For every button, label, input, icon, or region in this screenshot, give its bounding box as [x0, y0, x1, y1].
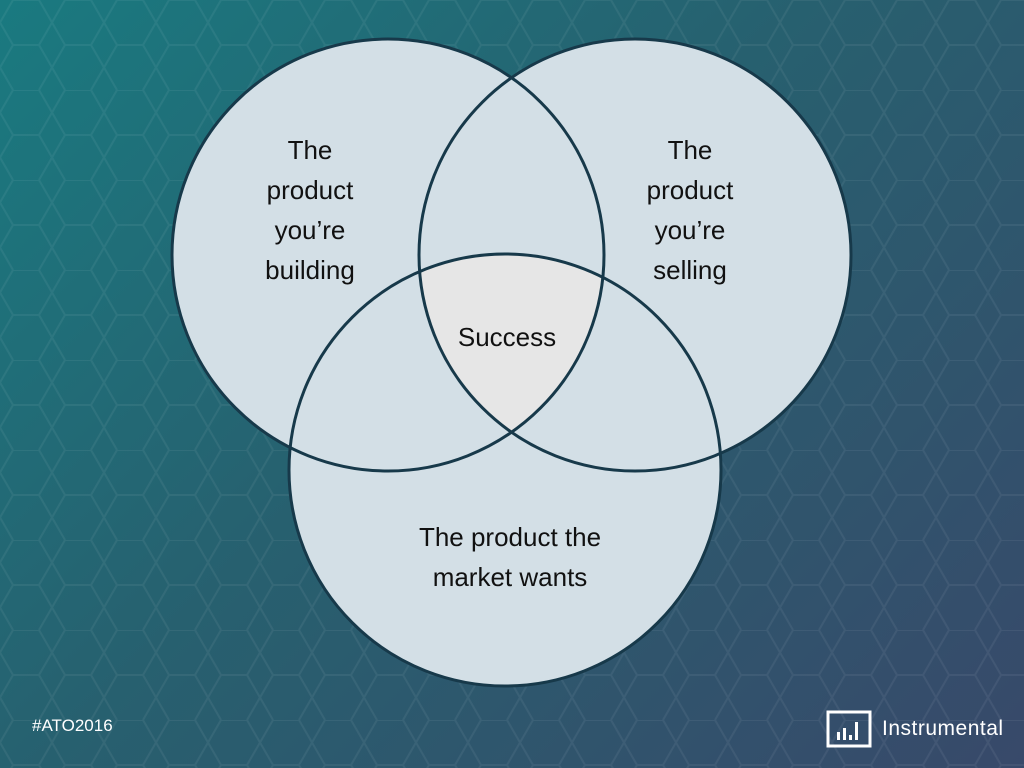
label-line: product	[266, 175, 354, 205]
label-line: The product the	[418, 522, 602, 552]
label-market-wants: The product the market wants	[370, 517, 650, 597]
label-success: Success	[457, 322, 557, 352]
circle-market	[289, 254, 721, 686]
label-product-selling: The product you’re selling	[610, 130, 770, 290]
label-line: selling	[653, 255, 727, 285]
label-product-building: The product you’re building	[230, 130, 390, 290]
label-line: building	[265, 255, 355, 285]
label-line: The	[667, 135, 713, 165]
hashtag-text: #ATO2016	[32, 716, 113, 735]
bar-chart-icon	[826, 710, 872, 748]
circle-market-outline	[287, 252, 723, 688]
label-line: you’re	[654, 215, 726, 245]
label-line: you’re	[274, 215, 346, 245]
label-line: product	[646, 175, 734, 205]
circle-building-outline	[170, 37, 606, 473]
circle-selling-outline	[417, 37, 853, 473]
brand-logo: Instrumental	[826, 710, 1004, 748]
label-line: market wants	[432, 562, 588, 592]
brand-name: Instrumental	[882, 717, 1004, 740]
label-line: The	[287, 135, 333, 165]
